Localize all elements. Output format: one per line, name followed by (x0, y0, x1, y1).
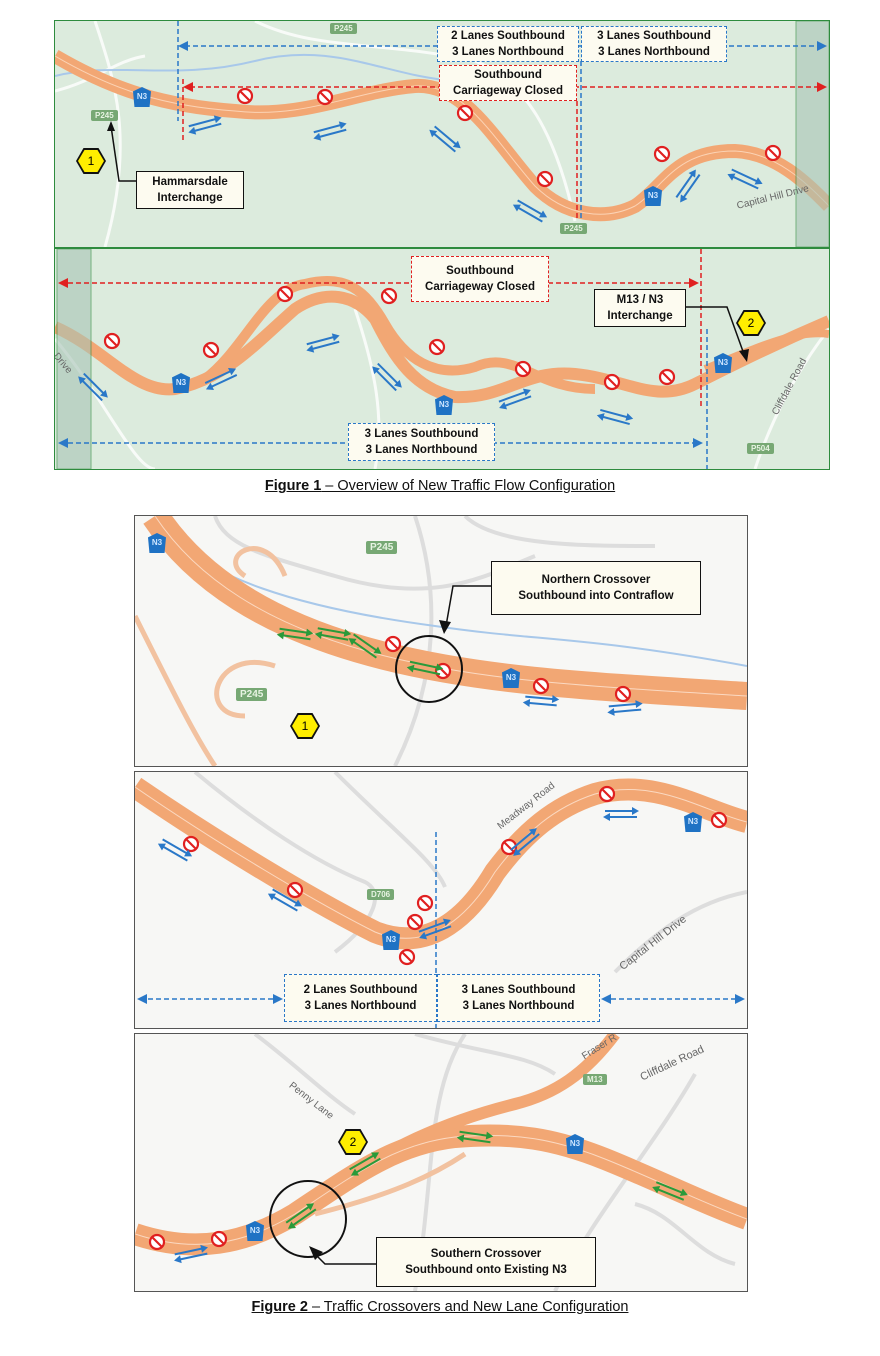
two-way-traffic-arrows-icon (348, 633, 382, 659)
no-entry-icon (182, 835, 200, 853)
n3-shield: N3 (148, 533, 166, 553)
no-entry-icon (286, 881, 304, 899)
no-entry-icon (536, 170, 554, 188)
no-entry-icon (316, 88, 334, 106)
route-sign: P504 (747, 443, 774, 454)
n3-shield: N3 (714, 353, 732, 373)
two-way-traffic-arrows-icon (204, 368, 238, 390)
two-way-traffic-arrows-icon (313, 121, 347, 141)
no-entry-icon (658, 368, 676, 386)
figure2-caption: Figure 2 – Traffic Crossovers and New La… (251, 1299, 629, 1315)
no-entry-icon (276, 285, 294, 303)
two-way-traffic-arrows-icon (456, 1130, 494, 1144)
no-entry-icon (456, 104, 474, 122)
two-way-traffic-arrows-icon (510, 828, 540, 856)
no-entry-icon (710, 811, 728, 829)
two-way-traffic-arrows-icon (522, 694, 560, 708)
no-entry-icon (103, 332, 121, 350)
two-way-traffic-arrows-icon (652, 1181, 688, 1201)
two-way-traffic-arrows-icon (349, 1152, 381, 1176)
two-way-traffic-arrows-icon (498, 388, 532, 410)
no-entry-icon (236, 87, 254, 105)
two-way-traffic-arrows-icon (314, 627, 352, 641)
two-way-traffic-arrows-icon (372, 362, 402, 392)
two-way-traffic-arrows-icon (418, 918, 452, 940)
n3-shield: N3 (566, 1134, 584, 1154)
route-sign: P245 (366, 541, 398, 554)
no-entry-icon (603, 373, 621, 391)
two-way-traffic-arrows-icon (285, 1203, 317, 1229)
two-way-traffic-arrows-icon (727, 168, 763, 190)
two-way-traffic-arrows-icon (174, 1244, 208, 1264)
no-entry-icon (532, 677, 550, 695)
route-sign: P245 (560, 223, 587, 234)
n3-shield: N3 (172, 373, 190, 393)
n3-shield: N3 (435, 395, 453, 415)
marker-hexagon: 2 (338, 1129, 368, 1155)
figure1-caption: Figure 1 – Overview of New Traffic Flow … (264, 478, 616, 494)
no-entry-icon (653, 145, 671, 163)
map-roads (135, 516, 747, 766)
two-way-traffic-arrows-icon (78, 372, 108, 402)
two-way-traffic-arrows-icon (157, 838, 193, 862)
no-entry-icon (614, 685, 632, 703)
route-sign: P245 (330, 23, 357, 34)
no-entry-icon (598, 785, 616, 803)
two-way-traffic-arrows-icon (276, 627, 314, 641)
no-entry-icon (380, 287, 398, 305)
no-entry-icon (500, 838, 518, 856)
no-entry-icon (398, 948, 416, 966)
two-way-traffic-arrows-icon (512, 199, 548, 223)
two-way-traffic-arrows-icon (267, 888, 303, 912)
two-way-traffic-arrows-icon (188, 115, 222, 135)
n3-shield: N3 (133, 87, 151, 107)
route-sign: M13 (583, 1074, 607, 1085)
no-entry-icon (416, 894, 434, 912)
map-roads (55, 21, 829, 247)
two-way-traffic-arrows-icon (607, 700, 643, 716)
n3-shield: N3 (246, 1221, 264, 1241)
two-way-traffic-arrows-icon (429, 125, 461, 153)
route-sign: P245 (236, 688, 268, 701)
two-way-traffic-arrows-icon (603, 807, 639, 821)
no-entry-icon (148, 1233, 166, 1251)
no-entry-icon (384, 635, 402, 653)
no-entry-icon (514, 360, 532, 378)
n3-shield: N3 (684, 812, 702, 832)
no-entry-icon (764, 144, 782, 162)
two-way-traffic-arrows-icon (675, 169, 701, 203)
no-entry-icon (428, 338, 446, 356)
two-way-traffic-arrows-icon (306, 333, 340, 353)
route-sign: D706 (367, 889, 395, 900)
n3-shield: N3 (382, 930, 400, 950)
map-roads (135, 1034, 747, 1291)
two-way-traffic-arrows-icon (596, 408, 634, 426)
no-entry-icon (406, 913, 424, 931)
n3-shield: N3 (644, 186, 662, 206)
marker-hexagon: 2 (736, 310, 766, 336)
two-way-traffic-arrows-icon (406, 660, 444, 676)
no-entry-icon (202, 341, 220, 359)
n3-shield: N3 (502, 668, 520, 688)
no-entry-icon (210, 1230, 228, 1248)
route-sign: P245 (91, 110, 118, 121)
